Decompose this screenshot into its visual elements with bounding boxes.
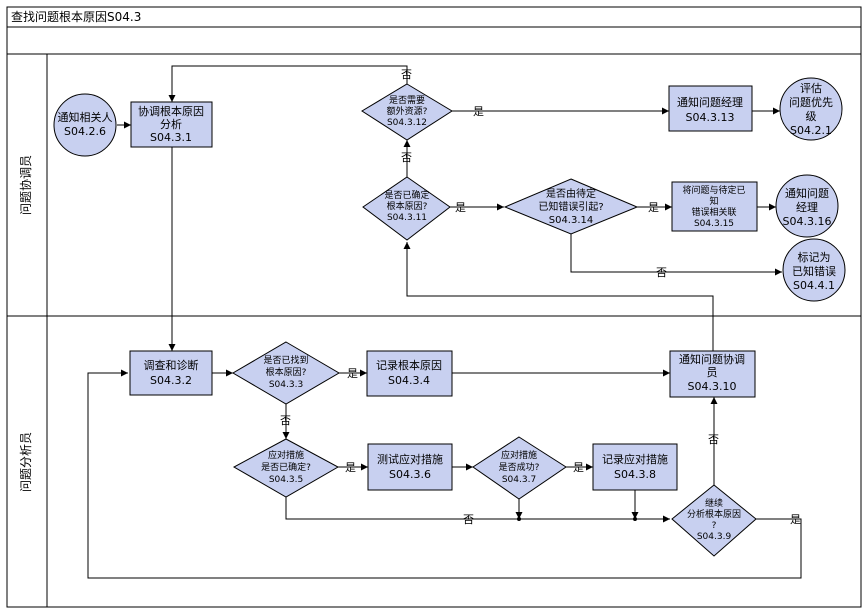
edge-measure-confirmed-no: [285, 497, 670, 523]
label-yes-root-confirmed: 是: [455, 201, 466, 214]
label-yes-extra: 是: [473, 105, 484, 118]
node-root-confirmed[interactable]: 是否已确定根本原因?S04.3.11: [362, 176, 451, 241]
label-no-extra: 否: [401, 68, 412, 81]
label-no-known-error: 否: [656, 266, 667, 279]
svg-text:应对措施是否已确定?S04.3.5: 应对措施是否已确定?S04.3.5: [261, 449, 311, 485]
svg-text:是否已找到根本原因?S04.3.3: 是否已找到根本原因?S04.3.3: [263, 354, 308, 390]
label-no-measure: 否: [463, 513, 474, 526]
node-measure-confirmed[interactable]: 应对措施是否已确定?S04.3.5: [232, 438, 340, 498]
label-yes-measure-confirmed: 是: [345, 461, 356, 474]
edge-continue-yes: [87, 369, 802, 579]
diagram-title: 查找问题根本原因S04.3: [11, 10, 141, 24]
node-known-error[interactable]: 是否由待定已知错误引起?S04.3.14: [503, 178, 639, 235]
label-yes-root-found: 是: [347, 367, 358, 380]
svg-text:是否由待定已知错误引起?S04.3.14: 是否由待定已知错误引起?S04.3.14: [538, 187, 603, 226]
node-root-found[interactable]: 是否已找到根本原因?S04.3.3: [232, 341, 340, 405]
svg-text:继续分析根本原因?S04.3.9: 继续分析根本原因?S04.3.9: [687, 497, 741, 542]
edge-known-error-no: [570, 232, 782, 276]
edge-need-extra-no: [168, 65, 408, 102]
connectors: [87, 65, 802, 579]
label-yes-measure-success: 是: [573, 461, 584, 474]
node-continue-analysis[interactable]: 继续分析根本原因?S04.3.9: [671, 484, 757, 557]
edge-labels: 否 是 否 是 是 否 是 否 是 是 否 否 是: [280, 68, 801, 526]
svg-text:应对措施是否成功?S04.3.7: 应对措施是否成功?S04.3.7: [499, 449, 540, 485]
swimlane-frame: [6, 6, 862, 608]
label-no-continue: 否: [708, 433, 719, 446]
edge-coord-to-root-confirmed: [403, 242, 714, 351]
label-yes-known-error: 是: [648, 201, 659, 214]
node-need-extra[interactable]: 是否需要额外资源?S04.3.12: [361, 83, 453, 141]
junction-dots: [517, 517, 637, 521]
label-no-root-confirmed: 否: [401, 151, 412, 164]
svg-text:是否需要额外资源?S04.3.12: 是否需要额外资源?S04.3.12: [387, 95, 428, 128]
svg-text:是否已确定根本原因?S04.3.11: 是否已确定根本原因?S04.3.11: [384, 189, 429, 223]
node-measure-success[interactable]: 应对措施是否成功?S04.3.7: [472, 436, 567, 500]
lane-label-analyst: 问题分析员: [19, 432, 33, 492]
label-yes-continue: 是: [790, 513, 801, 526]
label-no-root-found: 否: [280, 414, 291, 427]
lane-label-coordinator: 问题协调员: [18, 155, 33, 215]
